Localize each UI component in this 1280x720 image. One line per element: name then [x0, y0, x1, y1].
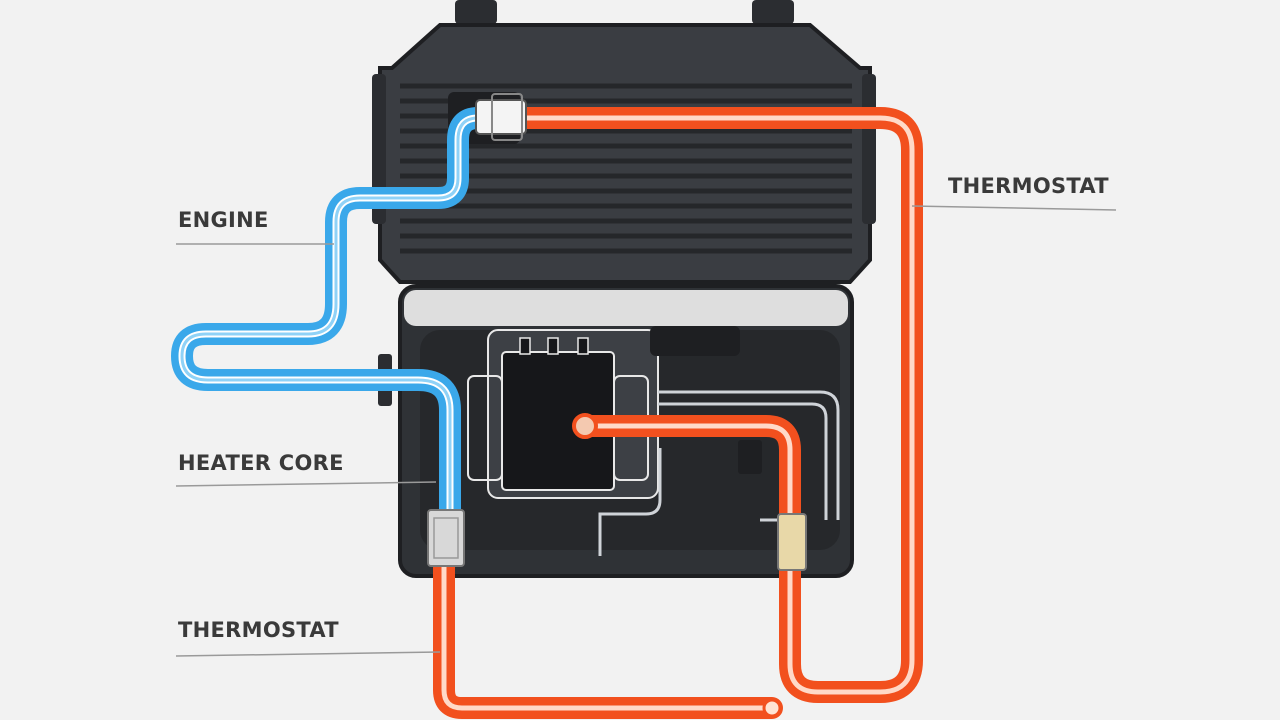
- leader-thermostat-right: [911, 205, 1117, 211]
- hot-coolant-hose-lower: [433, 549, 783, 719]
- internal-lines: [598, 390, 840, 556]
- callout-leaders: [175, 205, 1117, 657]
- label-engine: ENGINE: [178, 208, 269, 232]
- leader-heater-core: [175, 481, 437, 487]
- hose-fittings: [427, 93, 807, 718]
- heater-core-module: [467, 326, 762, 499]
- cold-coolant-hose: [171, 107, 489, 531]
- hot-coolant-hose-upper: [511, 107, 923, 703]
- radiator-fins: [400, 83, 852, 254]
- label-heater-core: HEATER CORE: [178, 451, 344, 475]
- radiator-mount-tabs: [455, 0, 794, 24]
- label-thermostat-right: THERMOSTAT: [948, 174, 1109, 198]
- label-thermostat-left: THERMOSTAT: [178, 618, 339, 642]
- leader-thermostat-left: [175, 651, 441, 657]
